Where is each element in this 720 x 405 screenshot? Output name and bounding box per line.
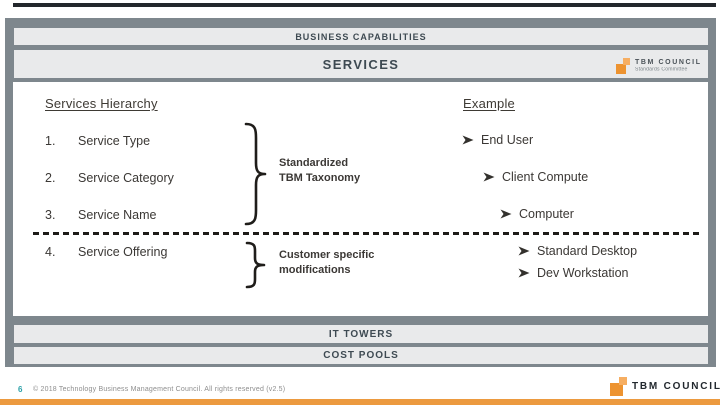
custom-line1: Customer specific xyxy=(279,249,375,261)
logo-square-big xyxy=(616,64,626,74)
example-item: Computer xyxy=(500,207,574,221)
arrow-bullet-icon xyxy=(518,246,530,256)
logo-square-big xyxy=(610,382,623,396)
example-item: Client Compute xyxy=(483,170,588,184)
logo-text-block: TBM COUNCIL Standards Committee xyxy=(635,59,702,74)
example-item-label: Computer xyxy=(519,207,574,221)
logo-name: TBM COUNCIL xyxy=(635,58,702,66)
standardized-line1: Standardized xyxy=(279,157,349,169)
logo-name: TBM COUNCIL xyxy=(632,380,720,392)
hierarchy-item-number: 3. xyxy=(45,208,56,222)
tbm-council-logo-header: TBM COUNCIL Standards Committee xyxy=(616,55,702,77)
left-frame-strip xyxy=(5,18,13,367)
band-services-label: SERVICES xyxy=(322,56,400,72)
arrow-bullet-icon xyxy=(500,209,512,219)
top-accent-bar xyxy=(13,3,716,7)
custom-line2: modifications xyxy=(279,264,351,276)
tbm-council-logo-footer: TBM COUNCIL xyxy=(610,375,720,397)
example-heading: Example xyxy=(463,96,515,111)
curly-brace-standardized xyxy=(244,122,267,226)
arrow-bullet-icon xyxy=(483,172,495,182)
band-cost-pools-label: COST POOLS xyxy=(323,350,399,361)
band-cost-pools: COST POOLS xyxy=(14,347,708,364)
copyright-text: © 2018 Technology Business Management Co… xyxy=(33,386,286,393)
tbm-logo-icon xyxy=(610,376,627,396)
arrow-bullet-icon xyxy=(518,268,530,278)
hierarchy-item-label: Service Category xyxy=(78,171,174,185)
logo-square-small xyxy=(619,376,627,385)
hierarchy-item-number: 2. xyxy=(45,171,56,185)
example-item-label: Dev Workstation xyxy=(537,266,629,280)
band-business-capabilities: BUSINESS CAPABILITIES xyxy=(14,28,708,45)
logo-square-small xyxy=(623,58,630,65)
band-it-towers: IT TOWERS xyxy=(14,325,708,343)
hierarchy-item-label: Service Type xyxy=(78,134,151,148)
band-services: SERVICES xyxy=(14,50,708,78)
services-hierarchy-heading: Services Hierarchy xyxy=(45,96,158,111)
arrow-bullet-icon xyxy=(462,135,474,145)
hierarchy-item-label: Service Name xyxy=(78,208,157,222)
hierarchy-item-label: Service Offering xyxy=(78,245,168,259)
curly-brace-custom xyxy=(245,241,266,289)
hierarchy-item-number: 1. xyxy=(45,134,56,148)
page-number: 6 xyxy=(18,385,23,394)
standardized-taxonomy-label: Standardized TBM Taxonomy xyxy=(279,156,360,186)
standardized-line2: TBM Taxonomy xyxy=(279,172,361,184)
band-business-capabilities-label: BUSINESS CAPABILITIES xyxy=(295,31,427,42)
example-item: Dev Workstation xyxy=(518,266,628,280)
example-item-label: End User xyxy=(481,133,534,147)
example-item: End User xyxy=(462,133,533,147)
tbm-logo-icon xyxy=(616,58,630,74)
example-item-label: Client Compute xyxy=(502,170,589,184)
bottom-accent-strip xyxy=(0,399,720,405)
example-item-label: Standard Desktop xyxy=(537,244,638,258)
customer-modifications-label: Customer specific modifications xyxy=(279,248,374,278)
band-it-towers-label: IT TOWERS xyxy=(328,328,394,340)
logo-subtitle: Standards Committee xyxy=(635,66,688,72)
hierarchy-item-number: 4. xyxy=(45,245,56,259)
dashed-divider xyxy=(33,232,701,235)
example-item: Standard Desktop xyxy=(518,244,637,258)
right-frame-strip xyxy=(708,18,716,367)
